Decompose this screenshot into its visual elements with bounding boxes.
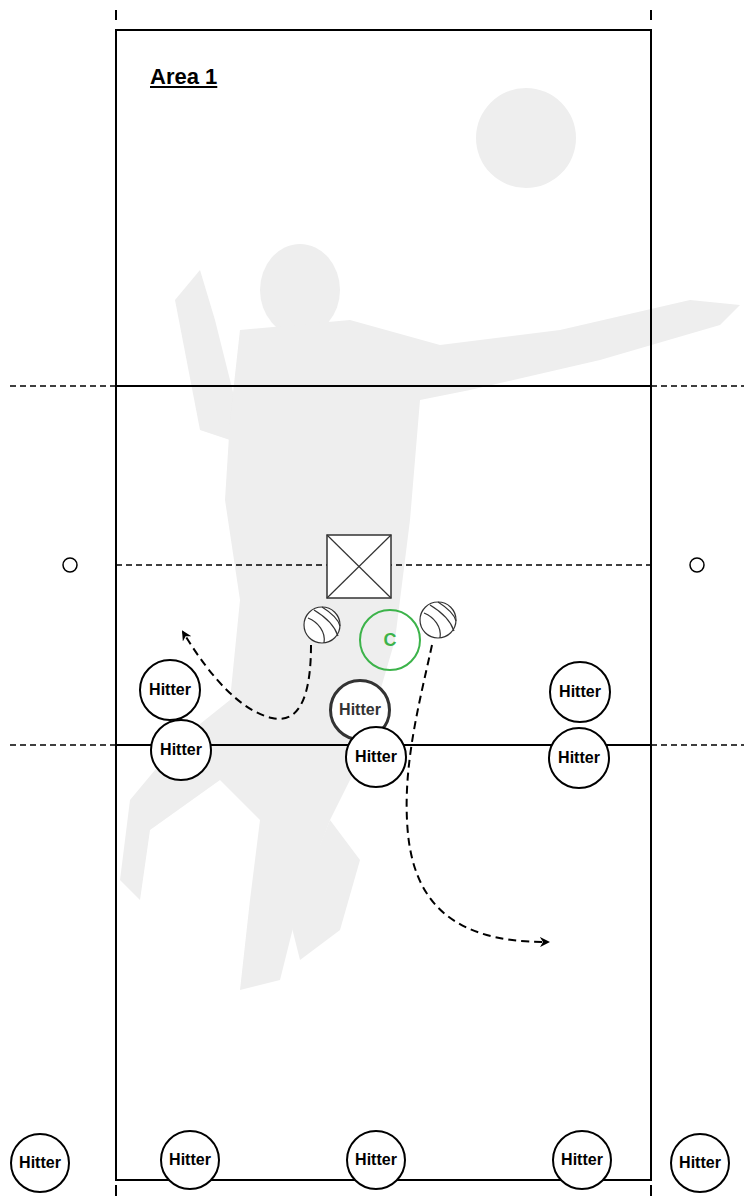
player-circle: Hitter: [552, 1130, 612, 1190]
player-circle: Hitter: [548, 727, 610, 789]
player-label: Hitter: [561, 1151, 603, 1169]
line-extension: [10, 744, 116, 746]
ball-path: [183, 632, 311, 719]
player-circle: Hitter: [150, 719, 212, 781]
player-label: Hitter: [679, 1154, 721, 1172]
player-circle: Hitter: [160, 1130, 220, 1190]
line-extension: [10, 385, 116, 387]
spiker-watermark: [120, 88, 740, 990]
player-label: Hitter: [355, 748, 397, 766]
player-label: Hitter: [149, 681, 191, 699]
tick-mark: [116, 1165, 117, 1175]
tick-mark: [650, 1185, 652, 1196]
player-circle: Hitter: [346, 1130, 406, 1190]
player-label: Hitter: [339, 701, 381, 719]
ball-path: [407, 645, 548, 942]
player-circle: Hitter: [139, 659, 201, 721]
tick-mark: [115, 10, 117, 20]
line-extension: [651, 385, 744, 387]
target-box: [327, 535, 391, 598]
player-label: Hitter: [169, 1151, 211, 1169]
player-label: C: [384, 630, 397, 651]
player-label: Hitter: [355, 1151, 397, 1169]
player-circle: Hitter: [345, 726, 407, 788]
player-circle: Hitter: [549, 661, 611, 723]
tick-mark: [115, 1185, 117, 1196]
attack-line: [116, 385, 651, 387]
player-circle: Hitter: [670, 1133, 730, 1193]
player-label: Hitter: [559, 683, 601, 701]
player-label: Hitter: [558, 749, 600, 767]
volleyball: [420, 602, 456, 638]
player-circle: C: [359, 609, 421, 671]
player-label: Hitter: [19, 1154, 61, 1172]
net-post: [690, 558, 704, 572]
line-extension: [651, 744, 744, 746]
volleyball: [304, 607, 340, 643]
area-title: Area 1: [150, 64, 217, 90]
player-label: Hitter: [160, 741, 202, 759]
court-outline: [116, 30, 651, 1180]
player-circle: Hitter: [10, 1133, 70, 1193]
net-post: [63, 558, 77, 572]
tick-mark: [650, 10, 652, 20]
